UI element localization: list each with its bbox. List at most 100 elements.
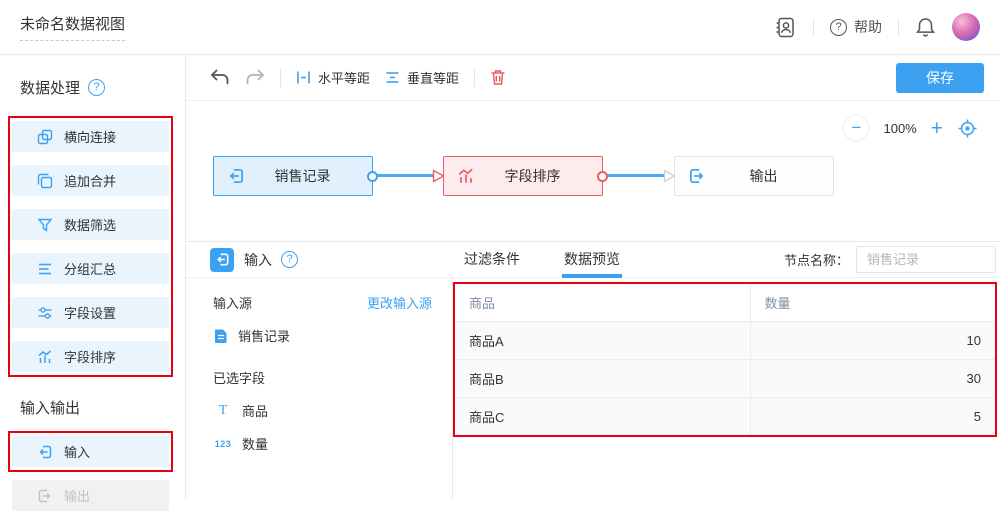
output-icon (689, 168, 704, 184)
field-settings-icon (38, 306, 52, 319)
sidebar-item-data-filter[interactable]: 数据筛选 (12, 209, 169, 240)
change-source-link[interactable]: 更改输入源 (366, 296, 432, 311)
panel-title: 输入 (244, 251, 272, 268)
page-title[interactable]: 未命名数据视图 (20, 13, 126, 41)
topbar-divider (898, 18, 899, 36)
cell-product: 商品B (455, 359, 750, 398)
sidebar: 数据处理 ? 横向连接 追加合并 数据筛选 (0, 55, 186, 511)
sidebar-section-data-processing: 数据处理 ? (20, 77, 185, 98)
redo-button[interactable] (245, 69, 265, 86)
node-name-group: 节点名称： (784, 246, 996, 273)
sidebar-item-label: 输出 (64, 489, 91, 504)
save-button[interactable]: 保存 (896, 62, 984, 93)
sidebar-item-label: 字段排序 (64, 350, 117, 365)
source-name: 销售记录 (238, 329, 291, 344)
main-area: 水平等距 垂直等距 保存 − 100% + (186, 55, 1000, 499)
source-item[interactable]: 销售记录 (213, 326, 432, 345)
app-body: 数据处理 ? 横向连接 追加合并 数据筛选 (0, 55, 1000, 511)
trash-icon (491, 70, 505, 85)
flow-node-field-sort[interactable]: 字段排序 (443, 156, 603, 196)
selected-fields-label: 已选字段 (213, 371, 266, 386)
help-icon: ? (830, 18, 847, 36)
contacts-icon[interactable] (774, 16, 797, 39)
sidebar-item-group-summary[interactable]: 分组汇总 (12, 253, 169, 284)
sidebar-item-output: 输出 (12, 480, 169, 511)
panel-body: 输入源 更改输入源 销售记录 已选字段 T 商品 (186, 278, 1000, 499)
flow-node-output[interactable]: 输出 (674, 156, 834, 196)
panel-tabs: 过滤条件 数据预览 (464, 242, 622, 278)
node-config-panel: 输入 ? 过滤条件 数据预览 节点名称： 输入源 更改输入源 (186, 241, 1000, 499)
help-icon[interactable]: ? (281, 251, 298, 268)
number-field-icon: 123 (214, 438, 232, 449)
horizontal-spacing-button[interactable]: 水平等距 (296, 68, 370, 87)
sidebar-item-horizontal-join[interactable]: 横向连接 (12, 121, 169, 152)
canvas-toolbar: 水平等距 垂直等距 保存 (186, 55, 1000, 101)
help-icon[interactable]: ? (88, 79, 106, 96)
table-row: 商品B 30 (455, 359, 995, 398)
flow-edge (375, 174, 434, 177)
zoom-in-button[interactable]: + (930, 116, 943, 140)
cell-product: 商品A (455, 321, 750, 360)
locate-center-icon[interactable] (957, 118, 978, 139)
zoom-level: 100% (883, 120, 917, 136)
node-name-input[interactable] (856, 246, 996, 273)
user-avatar[interactable] (952, 13, 980, 41)
field-item-number[interactable]: 123 数量 (213, 434, 432, 453)
node-label: 输出 (749, 168, 778, 184)
tab-filter-conditions[interactable]: 过滤条件 (464, 251, 520, 267)
tab-data-preview[interactable]: 数据预览 (562, 242, 622, 278)
field-sort-icon (458, 168, 473, 183)
input-node-icon (210, 247, 234, 272)
flow-node-sales-records[interactable]: 销售记录 (213, 156, 373, 196)
sidebar-item-label: 输入 (64, 445, 91, 460)
vertical-spacing-button[interactable]: 垂直等距 (385, 68, 459, 87)
group-summary-icon (39, 263, 51, 274)
edge-arrowhead-icon (663, 169, 676, 183)
node-output-port[interactable] (597, 170, 608, 182)
node-output-port[interactable] (367, 170, 378, 182)
cell-quantity: 5 (749, 397, 995, 435)
sidebar-item-append-merge[interactable]: 追加合并 (12, 165, 169, 196)
sidebar-section-input-output: 输入输出 (20, 400, 81, 417)
notification-bell-icon[interactable] (915, 16, 936, 38)
edge-arrowhead-icon (432, 169, 445, 183)
column-header-quantity[interactable]: 数量 (749, 284, 995, 322)
flow-edge (605, 174, 664, 177)
field-item-text[interactable]: T 商品 (213, 401, 432, 420)
undo-button[interactable] (210, 69, 230, 86)
join-icon (37, 129, 53, 144)
cell-product: 商品C (455, 397, 750, 435)
sidebar-item-label: 追加合并 (64, 174, 117, 189)
annotation-box-preview-table: 商品 数量 商品A 10 商品B (453, 282, 997, 437)
flow-canvas[interactable]: − 100% + (186, 101, 1000, 241)
filter-icon (37, 218, 53, 232)
field-sort-icon (38, 349, 51, 363)
sidebar-item-field-settings[interactable]: 字段设置 (12, 297, 169, 328)
text-field-icon: T (218, 402, 228, 418)
toolbar-divider (474, 68, 476, 87)
vertical-spacing-label: 垂直等距 (407, 71, 460, 86)
sidebar-item-field-sort[interactable]: 字段排序 (12, 341, 169, 372)
annotation-box-processing-items: 横向连接 追加合并 数据筛选 分组汇总 (8, 116, 173, 377)
output-icon (38, 489, 51, 502)
horizontal-spacing-label: 水平等距 (318, 71, 371, 86)
sidebar-item-label: 分组汇总 (64, 262, 117, 277)
horizontal-spacing-icon (297, 71, 310, 84)
input-settings-column: 输入源 更改输入源 销售记录 已选字段 T 商品 (186, 278, 453, 499)
sidebar-item-input[interactable]: 输入 (12, 436, 169, 467)
table-header-row: 商品 数量 (455, 284, 995, 322)
field-name: 数量 (242, 437, 269, 452)
table-row: 商品C 5 (455, 397, 995, 435)
append-merge-icon (37, 173, 53, 188)
preview-table: 商品 数量 商品A 10 商品B (455, 284, 995, 435)
panel-header: 输入 ? 过滤条件 数据预览 节点名称： (186, 242, 1000, 278)
delete-node-button[interactable] (490, 69, 506, 86)
input-icon (229, 168, 244, 184)
input-icon (39, 445, 52, 458)
annotation-box-input-item: 输入 (8, 431, 173, 472)
help-button[interactable]: ? 帮助 (830, 17, 882, 37)
column-header-product[interactable]: 商品 (455, 284, 750, 322)
node-label: 字段排序 (504, 168, 561, 184)
sidebar-item-label: 字段设置 (64, 306, 117, 321)
zoom-out-button[interactable]: − (843, 115, 870, 141)
